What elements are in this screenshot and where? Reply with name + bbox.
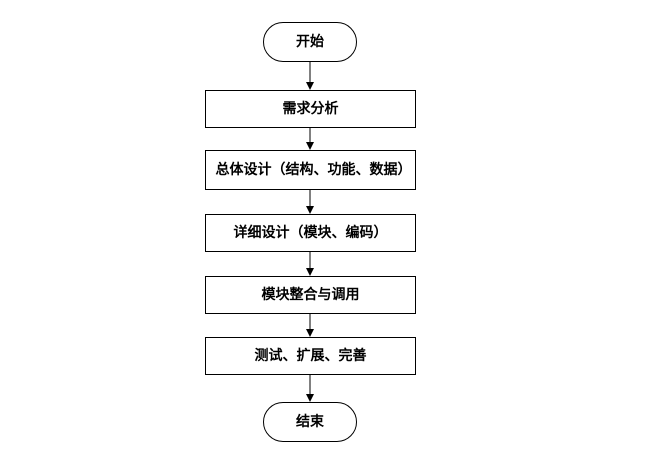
module-integration-step: 模块整合与调用 (205, 276, 416, 314)
requirements-analysis-step: 需求分析 (205, 90, 416, 128)
detailed-design-label: 详细设计（模块、编码） (233, 225, 388, 241)
start-label: 开始 (296, 34, 324, 50)
detailed-design-step: 详细设计（模块、编码） (205, 214, 416, 252)
module-integration-label: 模块整合与调用 (261, 287, 360, 303)
testing-extension-label: 测试、扩展、完善 (254, 348, 367, 364)
end-terminal: 结束 (263, 402, 357, 442)
overall-design-step: 总体设计（结构、功能、数据） (205, 150, 416, 190)
start-terminal: 开始 (263, 22, 357, 62)
testing-extension-step: 测试、扩展、完善 (205, 337, 416, 375)
overall-design-label: 总体设计（结构、功能、数据） (215, 161, 412, 178)
end-label: 结束 (296, 414, 324, 430)
requirements-analysis-label: 需求分析 (282, 101, 339, 117)
